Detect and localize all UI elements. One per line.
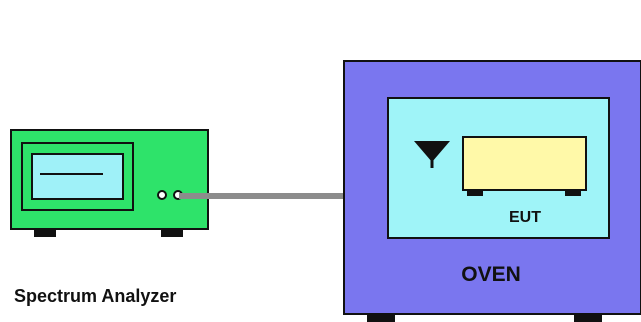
- antenna-icon: [414, 141, 450, 168]
- oven-foot-right: [574, 312, 602, 322]
- eut-foot-right: [565, 190, 581, 196]
- analyzer-foot-right: [161, 228, 183, 237]
- connector-icon: [157, 190, 167, 200]
- analyzer-screen: [31, 153, 124, 200]
- oven-label: OVEN: [461, 263, 521, 286]
- oven: EUT OVEN: [343, 60, 641, 322]
- spectrum-analyzer-label: Spectrum Analyzer: [14, 286, 176, 306]
- eut: EUT: [462, 136, 587, 226]
- analyzer-bezel: [21, 142, 134, 211]
- eut-body: [462, 136, 587, 191]
- eut-label: EUT: [509, 209, 541, 226]
- spectrum-analyzer: [10, 129, 209, 237]
- analyzer-foot-left: [34, 228, 56, 237]
- oven-foot-left: [367, 312, 395, 322]
- eut-foot-left: [467, 190, 483, 196]
